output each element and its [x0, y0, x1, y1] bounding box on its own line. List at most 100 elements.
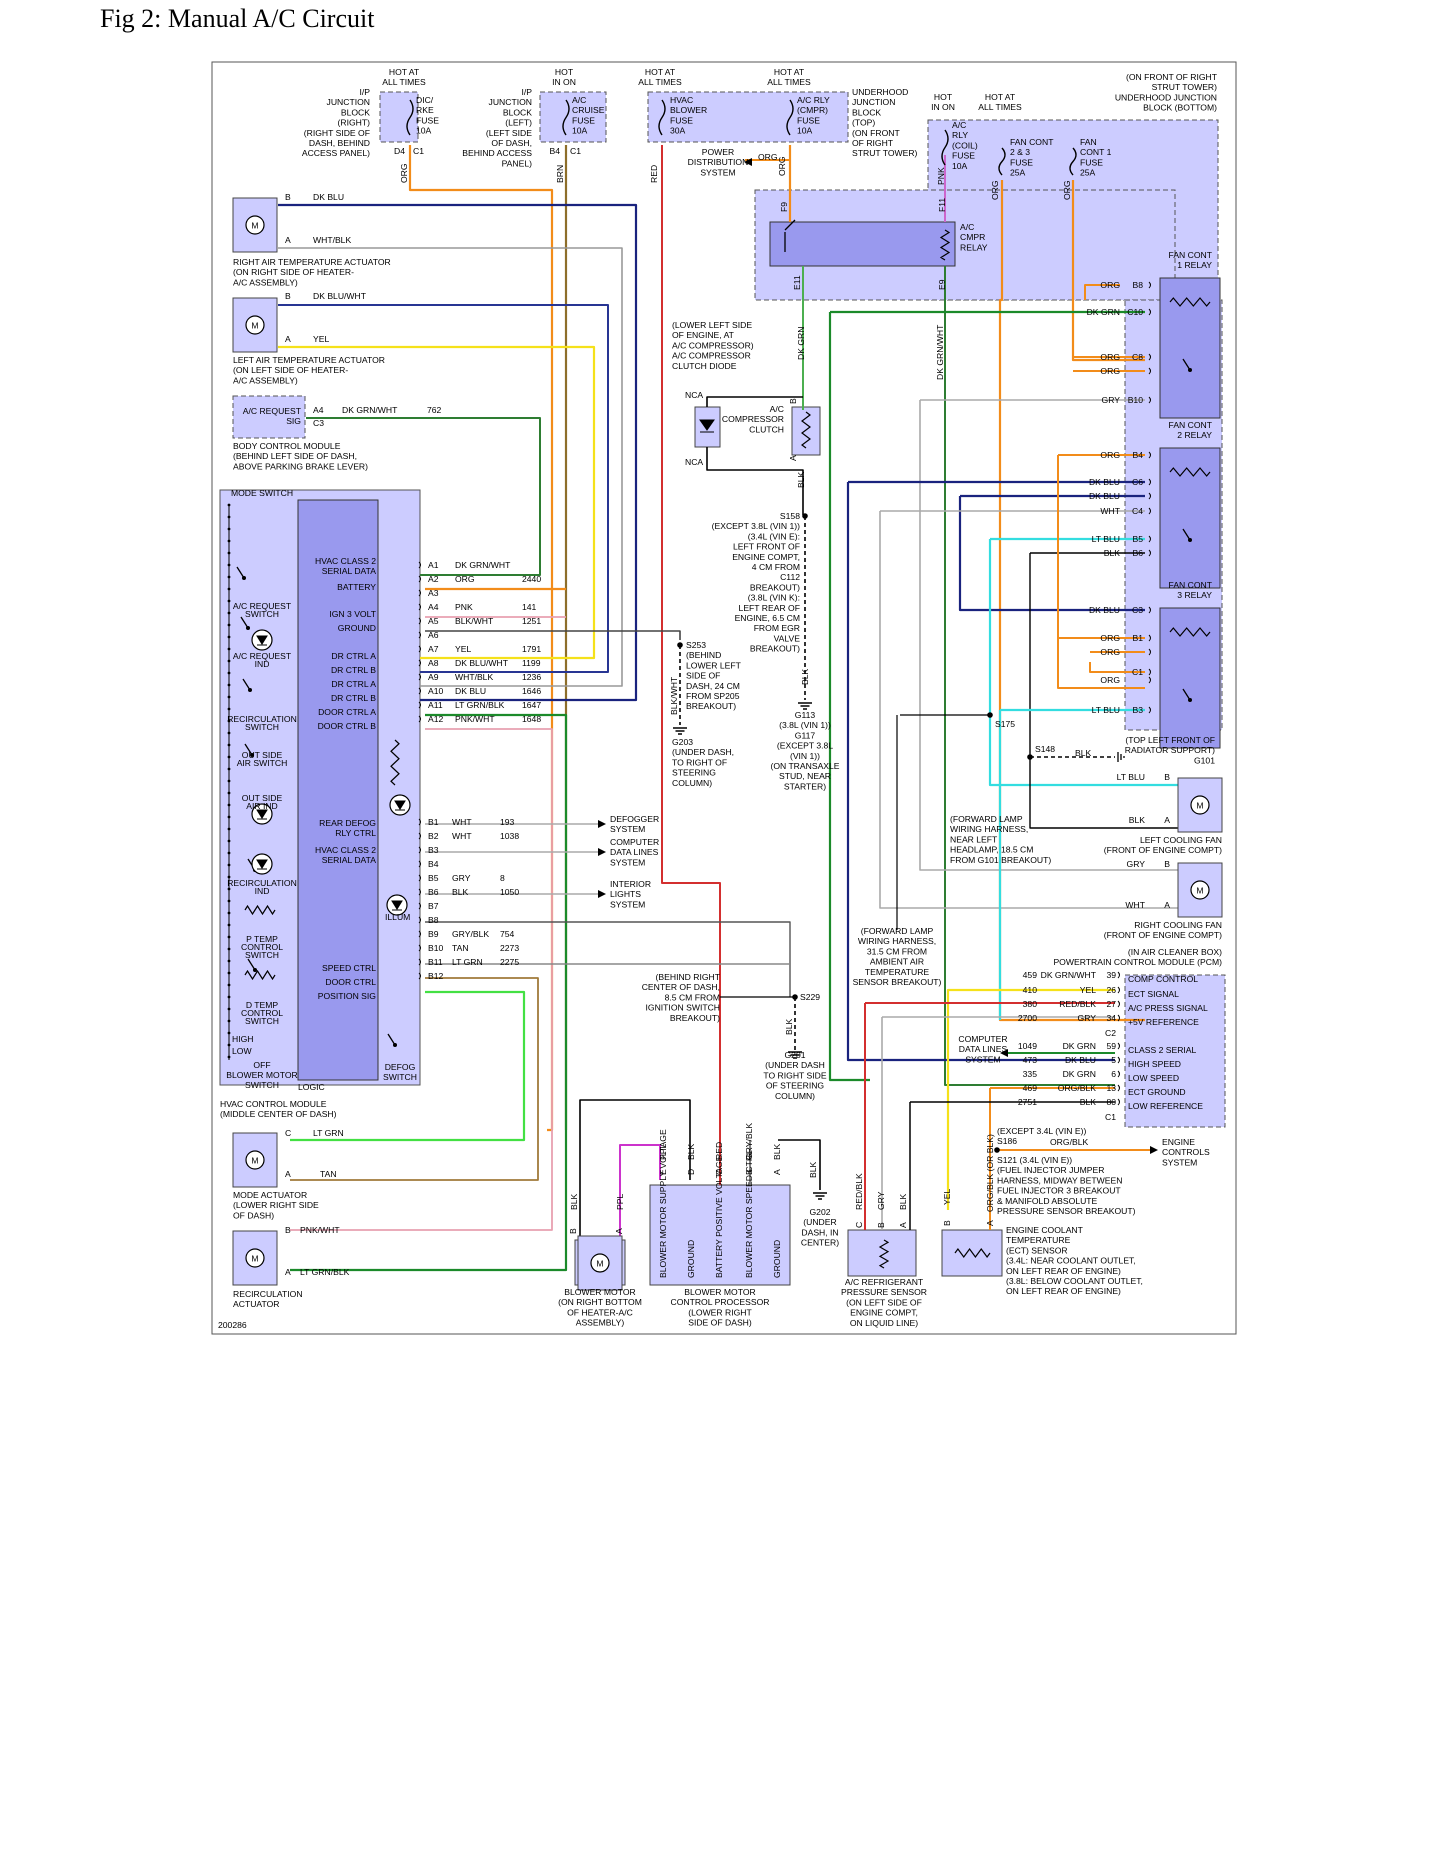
s175-dot	[987, 712, 993, 718]
motor-icon	[245, 315, 265, 335]
pin-label: B4	[428, 859, 439, 869]
pcm-pin-label: +5V REFERENCE	[1128, 1017, 1199, 1027]
s158-label: S158	[780, 511, 800, 521]
wire-label: BLK	[1129, 815, 1146, 825]
system-label: SYSTEM	[700, 167, 735, 177]
g201-ground	[788, 1051, 802, 1059]
circuit-label: 8	[500, 873, 505, 883]
circuit-label: 1646	[522, 686, 541, 696]
pin-label: A	[898, 1222, 908, 1228]
harness-label: (FORWARD LAMP	[950, 814, 1023, 824]
s253-label: LOWER LEFT	[686, 660, 742, 670]
pin-label: B	[942, 1220, 952, 1226]
pin-label: A11	[428, 700, 443, 710]
pin-label: 5	[1111, 1055, 1116, 1065]
fuse-icon	[562, 99, 570, 136]
pin-label: B	[285, 192, 291, 202]
connector-icon	[418, 687, 421, 695]
bcm-location-label: (BEHIND LEFT SIDE OF DASH,	[233, 451, 357, 461]
ip-junction-right-box	[379, 91, 419, 143]
fuse-label: A/C RLY	[797, 95, 830, 105]
switch-label: SWITCH	[245, 722, 279, 732]
switch-label: A/C REQUEST	[233, 601, 292, 611]
fuse-label: 10A	[572, 126, 588, 136]
s253-label: SIDE OF	[686, 671, 720, 681]
module-pin-label: DOOR CTRL B	[318, 721, 377, 731]
connector-icon	[418, 715, 421, 723]
actuator-label: (ON RIGHT SIDE OF HEATER-	[233, 267, 354, 277]
s229-label: (BEHIND RIGHT	[656, 972, 721, 982]
system-label: INTERIOR	[610, 879, 651, 889]
g113-label: STARTER)	[784, 781, 826, 791]
wire-lt-blu-b5-down	[988, 539, 1200, 787]
block-label: BLOCK	[852, 107, 881, 117]
pin-label: A2	[428, 574, 439, 584]
fuse-icon	[406, 99, 414, 136]
hot-label: HOT AT	[645, 67, 676, 77]
hot-label: ALL TIMES	[382, 77, 426, 87]
block-label: UNDERHOOD	[852, 87, 908, 97]
connector-icon	[1148, 535, 1151, 543]
block-label: JUNCTION	[852, 97, 895, 107]
module-pin-label: BATTERY	[337, 582, 376, 592]
g203-ground	[673, 727, 687, 735]
pcm-label: (IN AIR CLEANER BOX)	[1128, 947, 1222, 957]
circuit-label: 2440	[522, 574, 541, 584]
block-label: (RIGHT SIDE OF	[304, 128, 370, 138]
wire-clutch-bottom	[706, 447, 804, 515]
connector-icon	[418, 603, 421, 611]
pin-label: B7	[428, 901, 439, 911]
actuator-label: A/C ASSEMBLY)	[233, 277, 298, 287]
hvac-logic-box	[297, 499, 379, 1081]
wire-label: LT GRN/BLK	[455, 700, 505, 710]
wire-label: RED	[714, 1142, 724, 1160]
relay-label: A/C	[960, 222, 974, 232]
wire-label: DK GRN	[796, 327, 806, 360]
motor-icon-letter: M	[251, 1156, 258, 1166]
block-label: (ON FRONT OF RIGHT	[1126, 72, 1218, 82]
fan-relay-label: 1 RELAY	[1177, 260, 1212, 270]
connector-icon	[418, 888, 421, 896]
fuse-label: RKE	[416, 105, 434, 115]
blower-processor-label: SIDE OF DASH)	[688, 1318, 752, 1328]
wire-lt-grn-blk-a11	[290, 713, 568, 1272]
switch-label: A/C REQUEST	[233, 651, 292, 661]
wire-gry-b10-down	[919, 400, 1200, 871]
wire-dk-blu-wht-left-air	[278, 304, 609, 673]
g101-label: RADIATOR SUPPORT)	[1125, 745, 1215, 755]
fuse-label: FAN CONT	[1010, 137, 1054, 147]
connector-label: C1	[1105, 1112, 1116, 1122]
connector-icon	[1117, 1014, 1120, 1022]
wire-label: ORG	[1100, 280, 1120, 290]
wire-label: LT BLU	[1092, 534, 1120, 544]
actuator-label: RIGHT AIR TEMPERATURE ACTUATOR	[233, 257, 391, 267]
fuse-label: FUSE	[1010, 157, 1033, 167]
g202-label: G202	[809, 1207, 830, 1217]
pin-label: B	[1164, 859, 1170, 869]
system-label: SYSTEM	[610, 899, 645, 909]
s158-label: BREAKOUT)	[750, 644, 800, 654]
motor-icon	[1190, 880, 1210, 900]
block-label: UNDERHOOD JUNCTION	[1115, 92, 1217, 102]
wire-label: BLK	[796, 471, 806, 488]
fan-relay-label: 2 RELAY	[1177, 430, 1212, 440]
compressor-location-label: A/C COMPRESSOR)	[672, 340, 754, 350]
wire-label: ORG/BLK	[1058, 1083, 1096, 1093]
wire-label: BLK	[784, 1018, 794, 1035]
fuse-label: FUSE	[572, 115, 595, 125]
ect-sensor-label: (3.8L: BELOW COOLANT OUTLET,	[1006, 1276, 1143, 1286]
pin-label: C10	[1127, 307, 1143, 317]
connector-icon	[1148, 668, 1151, 676]
connector-icon	[418, 617, 421, 625]
fan-relay-coil-icon	[1169, 297, 1211, 307]
circuit-label: 1199	[522, 658, 541, 668]
pcm-pin-label: LOW REFERENCE	[1128, 1101, 1203, 1111]
pin-label: B6	[428, 887, 439, 897]
g203-label: COLUMN)	[672, 778, 712, 788]
s253-label: S253	[686, 640, 706, 650]
circuit-label: 193	[500, 817, 515, 827]
fuse-label: FUSE	[952, 151, 975, 161]
switch-label: P TEMP	[246, 934, 278, 944]
switch-arm-icon	[1182, 528, 1191, 541]
pin-label: B11	[428, 957, 443, 967]
